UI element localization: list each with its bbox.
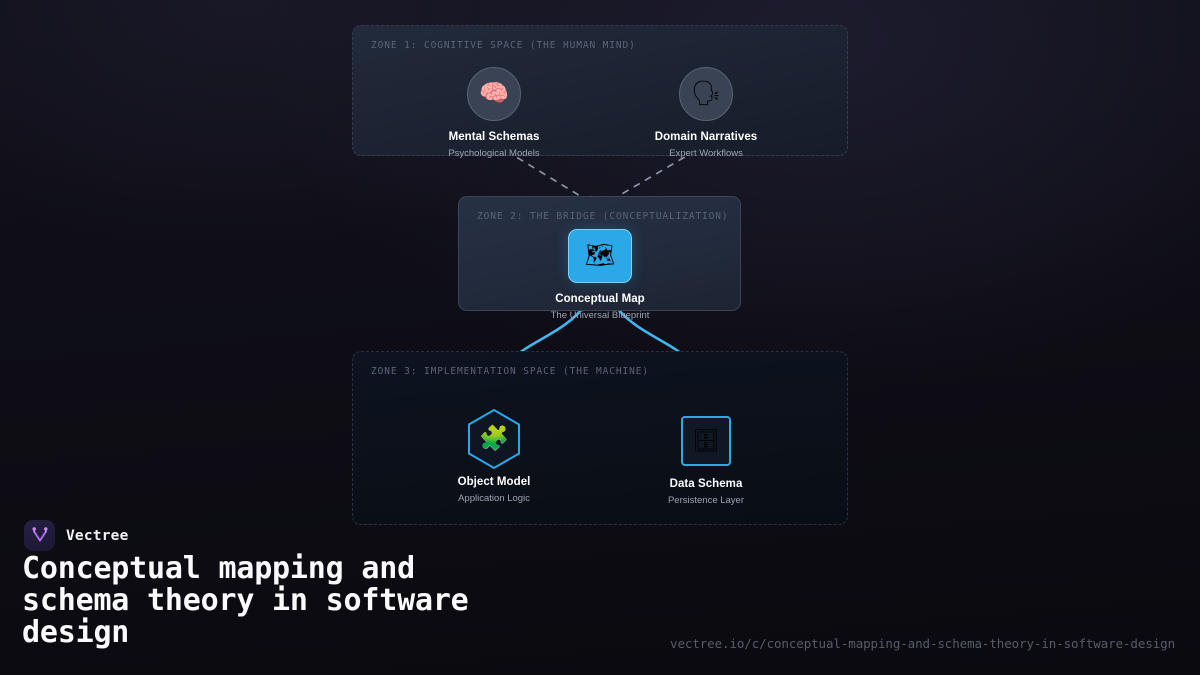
vectree-branch-logo-icon: [24, 520, 55, 551]
node-mental-schemas[interactable]: 🧠 Mental Schemas Psychological Models: [419, 67, 569, 159]
zone2-label: ZONE 2: THE BRIDGE (CONCEPTUALIZATION): [477, 211, 729, 222]
zone3-label: ZONE 3: IMPLEMENTATION SPACE (THE MACHIN…: [371, 366, 650, 377]
footer: Vectree Conceptual mapping and schema th…: [0, 510, 1200, 675]
zone1-label: ZONE 1: COGNITIVE SPACE (THE HUMAN MIND): [371, 40, 636, 51]
puzzle-glyph: 🧩: [479, 425, 509, 452]
node-title: Object Model: [457, 476, 531, 488]
node-title: Conceptual Map: [555, 293, 645, 305]
node-title: Mental Schemas: [448, 131, 540, 143]
source-url: vectree.io/c/conceptual-mapping-and-sche…: [670, 636, 1175, 651]
speaking-head-glyph: 🗣: [690, 80, 722, 107]
brain-icon: 🧠: [467, 67, 521, 121]
node-domain-narratives[interactable]: 🗣 Domain Narratives Expert Workflows: [631, 67, 781, 159]
hexagon-outline-icon: [468, 408, 520, 470]
node-subtitle: The Universal Blueprint: [550, 309, 650, 321]
node-conceptual-map[interactable]: 🗺 Conceptual Map The Universal Blueprint: [525, 229, 675, 321]
node-title: Data Schema: [669, 478, 743, 490]
zone-cognitive-space: ZONE 1: COGNITIVE SPACE (THE HUMAN MIND): [352, 25, 848, 156]
node-subtitle: Persistence Layer: [667, 494, 745, 506]
speaking-head-icon: 🗣: [679, 67, 733, 121]
puzzle-piece-hexagon-icon: 🧩: [466, 408, 522, 470]
concept-diagram: ZONE 1: COGNITIVE SPACE (THE HUMAN MIND)…: [352, 25, 848, 525]
file-cabinet-glyph: 🗄: [692, 428, 720, 453]
node-subtitle: Expert Workflows: [669, 147, 743, 159]
world-map-icon: 🗺: [568, 229, 632, 283]
page-title: Conceptual mapping and schema theory in …: [22, 551, 469, 650]
zone-implementation-space: ZONE 3: IMPLEMENTATION SPACE (THE MACHIN…: [352, 351, 848, 525]
brain-glyph: 🧠: [479, 80, 509, 107]
node-object-model[interactable]: 🧩 Object Model Application Logic: [419, 408, 569, 504]
file-cabinet-icon: 🗄: [681, 416, 731, 466]
node-data-schema[interactable]: 🗄 Data Schema Persistence Layer: [631, 408, 781, 506]
node-subtitle: Psychological Models: [448, 147, 540, 159]
brand-name: Vectree: [66, 527, 129, 544]
node-title: Domain Narratives: [654, 131, 758, 143]
node-subtitle: Application Logic: [458, 492, 530, 504]
world-map-glyph: 🗺: [584, 242, 616, 269]
brand[interactable]: Vectree: [24, 520, 129, 551]
